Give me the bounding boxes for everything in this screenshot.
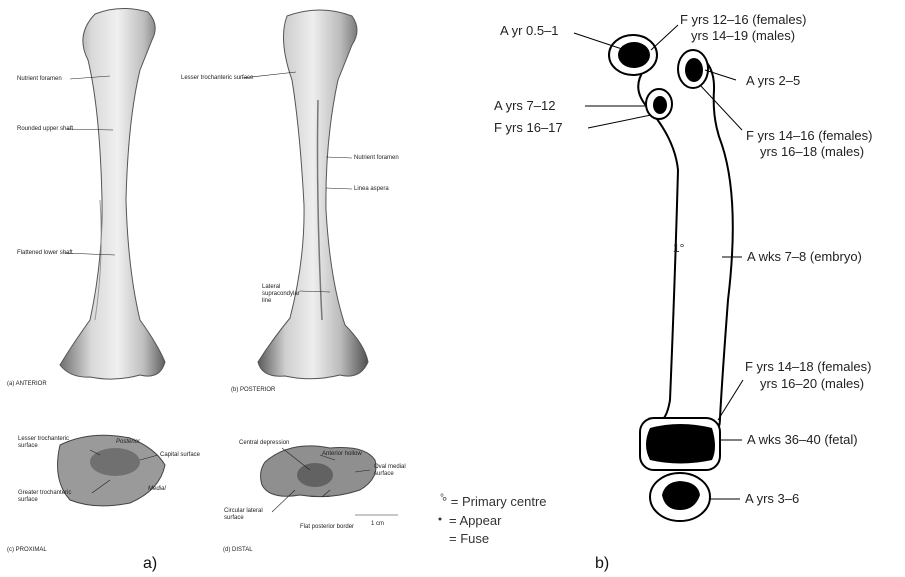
label-proximal-lesser-trochanteric: Lesser trochanteric surface <box>18 436 78 450</box>
label-greater-trochanteric-surface: Greater trochanteric surface <box>18 490 78 504</box>
label-flattened-lower-shaft: Flattened lower shaft <box>17 250 73 257</box>
annotation-shaft-appear: A wks 7–8 (embryo) <box>747 250 862 264</box>
epiphysis-head <box>609 35 657 75</box>
epiphysis-lesser-trochanter <box>646 89 672 119</box>
caption-distal: (d) DISTAL <box>223 547 253 554</box>
annotation-lesser-trochanter-fuse: F yrs 16–17 <box>494 121 563 135</box>
annotation-head-fuse-males: yrs 14–19 (males) <box>691 29 795 43</box>
label-rounded-upper-shaft: Rounded upper shaft <box>17 126 73 133</box>
label-oval-medial-surface: Oval medial surface <box>374 464 414 478</box>
epiphysis-proximal-tibia <box>650 473 710 521</box>
caption-proximal: (c) PROXIMAL <box>7 547 47 554</box>
posterior-bone <box>258 10 368 379</box>
panel-b-label: b) <box>595 555 609 573</box>
epiphysis-distal-femur <box>640 418 720 470</box>
scale-bar-label: 1 cm <box>371 521 384 528</box>
annotation-greater-trochanter-fuse-females: F yrs 14–16 (females) <box>746 129 872 143</box>
caption-anterior: (a) ANTERIOR <box>7 381 47 388</box>
annotation-head-appear: A yr 0.5–1 <box>500 24 559 38</box>
annotation-greater-trochanter-fuse-males: yrs 16–18 (males) <box>760 145 864 159</box>
epiphysis-greater-trochanter <box>678 50 708 88</box>
annotation-distal-fuse-females: F yrs 14–18 (females) <box>745 360 871 374</box>
annotation-distal-appear: A wks 36–40 (fetal) <box>747 433 858 447</box>
annotation-greater-trochanter-appear: A yrs 2–5 <box>746 74 800 88</box>
label-central-depression: Central depression <box>239 440 289 447</box>
panel-a-label: a) <box>143 555 157 573</box>
label-posterior: Posterior <box>116 439 140 446</box>
annotation-lesser-trochanter-appear: A yrs 7–12 <box>494 99 555 113</box>
legend-appear: = Appear <box>449 513 501 528</box>
label-anterior-hollow: Anterior hollow <box>322 451 362 458</box>
annotation-distal-fuse-males: yrs 16–20 (males) <box>760 377 864 391</box>
label-nutrient-foramen-anterior: Nutrient foramen <box>17 76 62 83</box>
label-nutrient-foramen-posterior: Nutrient foramen <box>354 155 399 162</box>
legend-primary-centre: ° = Primary centre <box>442 494 547 509</box>
label-circular-lateral-surface: Circular lateral surface <box>224 508 269 522</box>
annotation-head-fuse-females: F yrs 12–16 (females) <box>680 13 806 27</box>
legend-fuse: = Fuse <box>449 531 489 546</box>
shaft-primary-centre-mark: 1° <box>673 241 684 255</box>
label-capital-surface: Capital surface <box>160 452 200 459</box>
caption-posterior: (b) POSTERIOR <box>231 387 275 394</box>
label-flat-posterior-border: Flat posterior border <box>300 524 354 531</box>
label-lateral-supracondylar-line: Lateral supracondylar line <box>262 284 302 305</box>
label-lesser-trochanteric-surface: Lesser trochanteric surface <box>181 75 253 82</box>
label-linea-aspera: Linea aspera <box>354 186 389 193</box>
annotation-tibia-appear: A yrs 3–6 <box>745 492 799 506</box>
label-medial: Medial <box>148 486 166 493</box>
anterior-bone <box>60 8 165 379</box>
